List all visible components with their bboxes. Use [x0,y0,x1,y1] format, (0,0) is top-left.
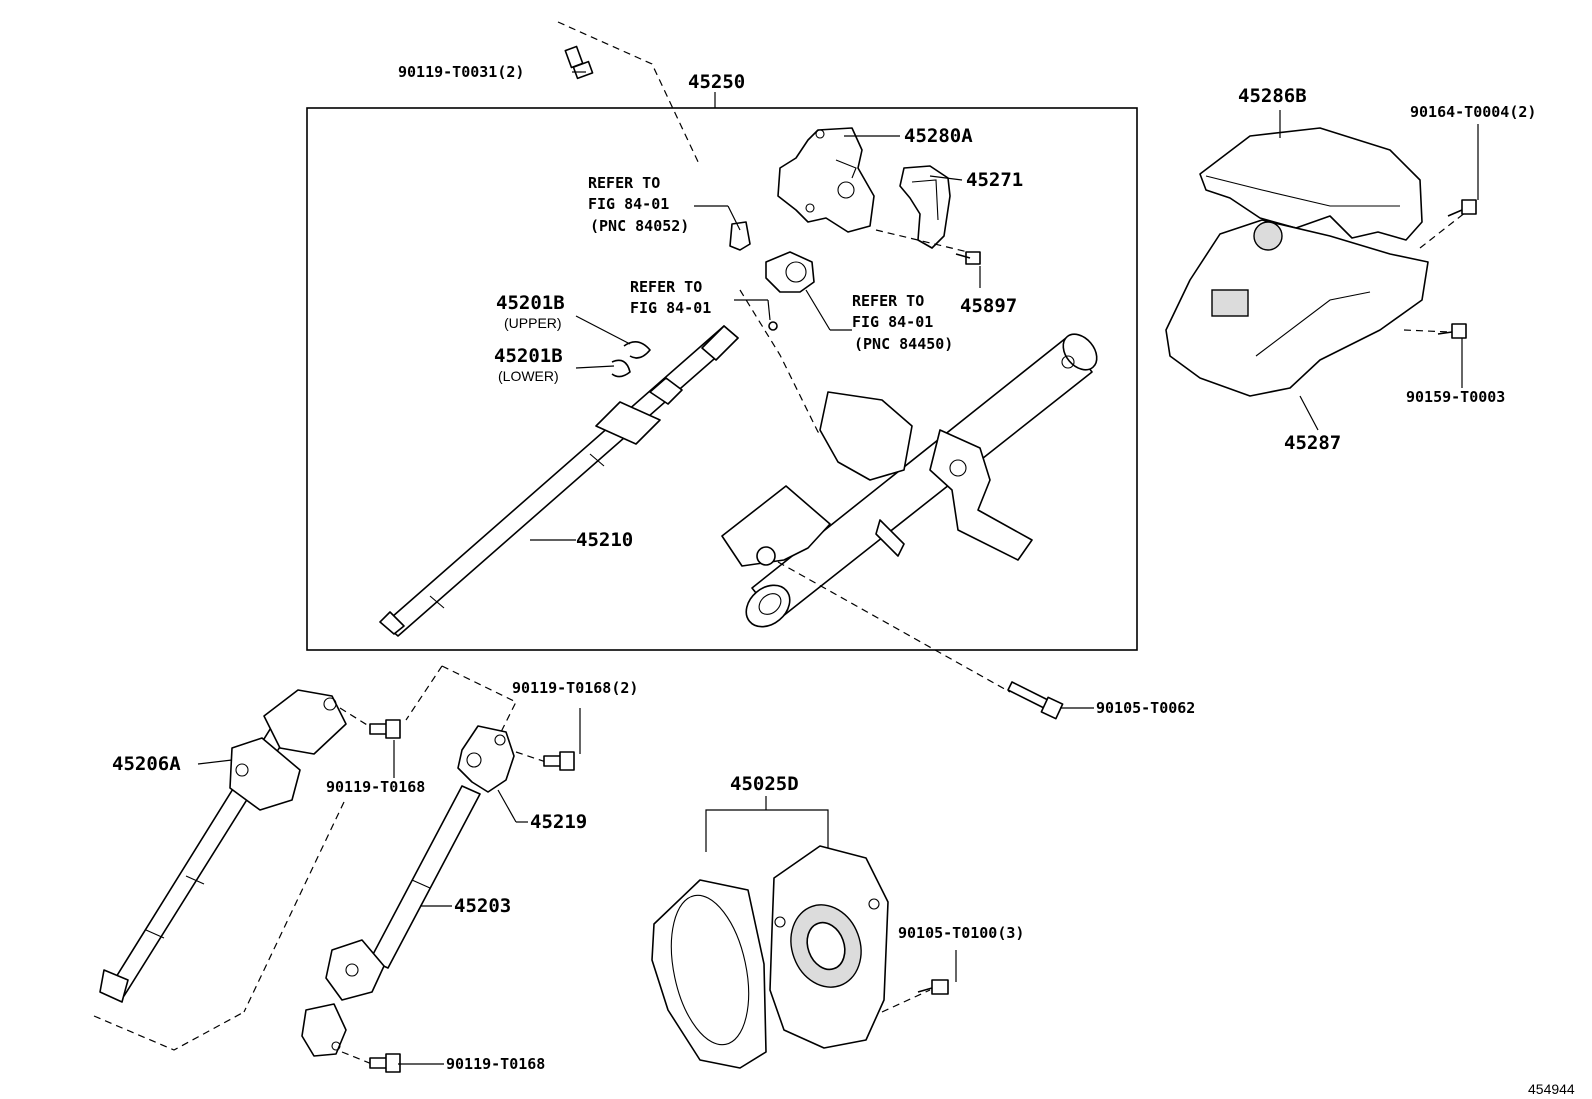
sliding-shaft-45203-icon [301,785,481,1057]
label-refer3-line2: FIG 84-01 [852,313,933,331]
bolt-90119-t0168-lower-icon [369,1053,401,1073]
column-tube-icon [721,333,1098,628]
label-45250: 45250 [688,71,745,93]
column-cover-lower-45287-icon [1165,219,1429,397]
label-90159-t0003: 90159-T0003 [1406,388,1505,406]
bolt-90119-t0168-2-icon [543,751,575,771]
key-cylinder-icon [729,221,751,251]
label-90164-t0004: 90164-T0004(2) [1410,103,1536,121]
label-refer1-line1: REFER TO [588,174,660,192]
label-45206a: 45206A [112,753,181,775]
snap-ring-upper-icon [623,341,651,359]
screw-45897-icon [875,229,981,265]
label-45203: 45203 [454,895,511,917]
snap-ring-lower-icon [611,359,631,378]
label-90119-t0168-upper: 90119-T0168 [326,778,425,796]
label-45219: 45219 [530,811,587,833]
label-refer2-line1: REFER TO [630,278,702,296]
bolt-90119-t0031-icon [564,45,594,80]
yoke-45219-icon [457,725,515,793]
label-upper: (UPPER) [504,315,562,331]
dust-seal-icon [769,845,889,1049]
intermediate-shaft-45206a-icon [99,689,347,1003]
label-45025d: 45025D [730,773,799,795]
label-45897: 45897 [960,295,1017,317]
bolt-90105-t0062-icon [1007,681,1064,720]
label-90105-t0100: 90105-T0100(3) [898,924,1024,942]
label-90119-t0168-2: 90119-T0168(2) [512,679,638,697]
label-45201b-lower: 45201B [494,345,563,367]
label-45271: 45271 [966,169,1023,191]
label-refer2-line2: FIG 84-01 [630,299,711,317]
label-refer1-line2: FIG 84-01 [588,195,669,213]
label-45280a: 45280A [904,125,973,147]
bracket-45271-icon [899,165,951,249]
label-45286b: 45286B [1238,85,1307,107]
ignition-switch-icon [765,251,815,331]
seal-plate-icon [651,879,767,1069]
bracket-45280a-icon [777,127,875,233]
label-refer3-line1: REFER TO [852,292,924,310]
label-90119-t0168-lower: 90119-T0168 [446,1055,545,1073]
figure-id: 454944 [1528,1081,1575,1097]
assembly-box-45250 [306,107,1138,651]
main-shaft-45210-icon [379,325,739,637]
label-45287: 45287 [1284,432,1341,454]
leader-90105-t0062 [777,561,1011,693]
bolt-90119-t0168-upper-icon [369,719,401,739]
label-90105-t0062: 90105-T0062 [1096,699,1195,717]
label-45201b-upper: 45201B [496,292,565,314]
label-90119-t0031: 90119-T0031(2) [398,63,524,81]
screw-90159-t0003-icon [1437,323,1467,339]
label-refer1-line3: (PNC 84052) [590,217,689,235]
label-refer3-line3: (PNC 84450) [854,335,953,353]
label-45210: 45210 [576,529,633,551]
screw-90164-t0004-icon [1447,199,1477,217]
bolt-90105-t0100-icon [917,979,949,995]
label-lower: (LOWER) [498,368,559,384]
column-cover-upper-45286b-icon [1199,127,1423,241]
